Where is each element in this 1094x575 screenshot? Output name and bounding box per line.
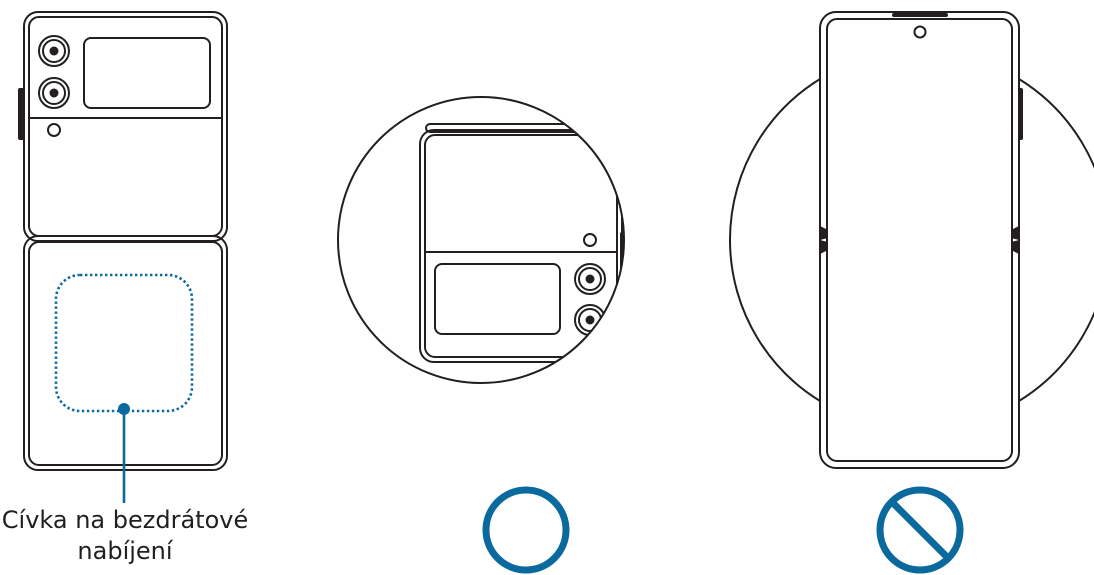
prohibited-icon bbox=[876, 486, 964, 574]
camera-icon-bottom bbox=[38, 77, 70, 109]
circle-icon bbox=[482, 486, 570, 574]
flash-icon bbox=[47, 123, 61, 137]
camera-icon-top bbox=[38, 35, 70, 67]
unfolded-phone-back bbox=[18, 11, 228, 471]
charging-pad-incorrect bbox=[728, 78, 1094, 402]
coil-caption: Cívka na bezdrátové nabíjení bbox=[0, 505, 250, 567]
coil-caption-line1: Cívka na bezdrátové bbox=[1, 506, 249, 534]
unfolded-phone-front bbox=[819, 11, 1023, 469]
front-camera-icon bbox=[913, 25, 927, 39]
charging-pad-correct bbox=[337, 96, 625, 384]
coil-caption-line2: nabíjení bbox=[77, 537, 173, 565]
charging-coil-area bbox=[54, 273, 194, 413]
flash-icon bbox=[583, 233, 597, 247]
camera-icon-top bbox=[574, 263, 606, 295]
